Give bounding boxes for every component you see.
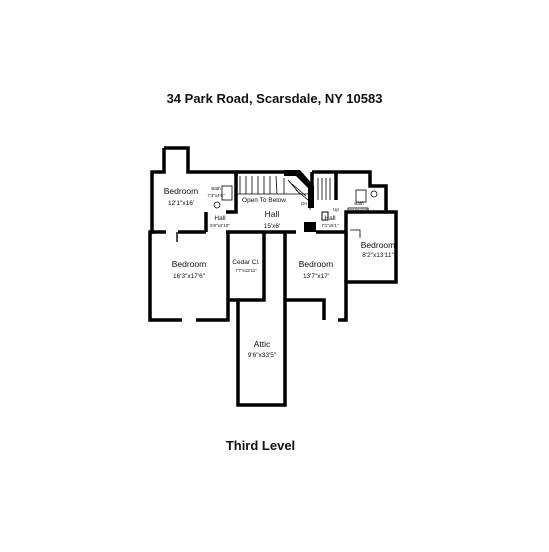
room-label-bedroom-1: Bedroom <box>164 186 199 196</box>
room-dims-bedroom-2: 16'3"x17'6" <box>173 273 206 280</box>
fireplace <box>304 222 316 232</box>
room-dims-hall-2: 15'x6' <box>264 223 281 230</box>
room-dims-hall-3: 7'1"x5'1" <box>321 223 339 228</box>
chimney <box>321 211 329 221</box>
room-label-cedar-closet: Cedar Cl. <box>232 259 260 266</box>
stair-label-dn: Dn <box>301 201 307 206</box>
bath-fixtures <box>213 185 378 238</box>
room-label-hall-3: Hall <box>324 215 336 222</box>
room-label-bath-2: Bath <box>354 201 364 206</box>
room-label-bedroom-4: Bedroom <box>361 240 396 250</box>
room-label-bedroom-2: Bedroom <box>172 259 207 269</box>
room-label-bedroom-3: Bedroom <box>299 259 334 269</box>
stair-label-up: Up <box>333 207 339 212</box>
room-dims-bedroom-4: 8'2"x13'11" <box>362 252 394 259</box>
room-label-hall-2: Hall <box>265 209 280 219</box>
room-dims-hall-1: 5'9"x2'10" <box>210 223 230 228</box>
staircase <box>236 175 331 210</box>
level-label: Third Level <box>225 438 296 453</box>
room-label-open-to-below: Open To Below <box>242 197 286 204</box>
room-dims-cedar-closet: 7'7"x12'11" <box>235 268 257 273</box>
room-dims-attic: 9'6"x33'5" <box>248 352 277 359</box>
page-title: 34 Park Road, Scarsdale, NY 10583 <box>166 91 383 106</box>
room-dims-bedroom-1: 12'1"x16' <box>168 200 194 207</box>
room-dims-bath-1: 7'3"x4'6" <box>207 193 225 198</box>
room-label-hall-1: Hall <box>214 215 226 222</box>
room-label-bath-1: Bath <box>211 186 221 191</box>
room-dims-bath-2: 7'10"x5'2" <box>349 208 369 213</box>
stair-rail <box>284 170 314 208</box>
room-dims-bedroom-3: 13'7"x17' <box>303 273 329 280</box>
room-label-attic: Attic <box>254 339 271 349</box>
